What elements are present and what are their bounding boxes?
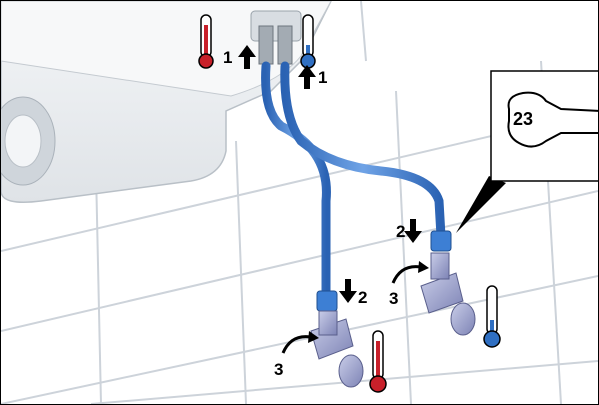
thermometer-cold-icon [483,285,501,348]
arrow-down-icon [339,279,357,303]
arrow-up-icon [238,45,256,69]
step-label-hot-mid: 2 [358,288,367,307]
step-label-hot-valve: 3 [274,360,283,379]
hose-nut-cold [430,230,452,252]
hose-hot [261,61,331,298]
step-label-cold-valve: 3 [389,289,398,308]
step-label-cold-mid: 2 [396,222,405,241]
arrow-up-icon [298,65,316,89]
rotate-arrow-icon [391,265,422,284]
hose-cold [280,61,446,241]
wrench-icon [507,91,598,148]
wrench-callout: 23 [456,70,598,233]
thermometer-hot-icon [369,330,387,393]
step-label-hot-top: 1 [223,48,232,67]
angle-valve-cold [420,252,476,336]
hose-nut-hot [316,290,338,312]
angle-valve-hot [310,310,364,388]
step-label-cold-top: 1 [318,68,327,87]
thermometer-cold-icon [300,14,316,69]
tap-connectors [250,10,302,65]
thermometer-hot-icon [198,14,214,69]
wrench-size-label: 23 [513,109,533,129]
arrow-down-icon [404,219,422,243]
rotate-arrow-icon [281,335,312,354]
rotate-arrow-head [418,261,429,273]
rotate-arrow-head [308,331,319,343]
